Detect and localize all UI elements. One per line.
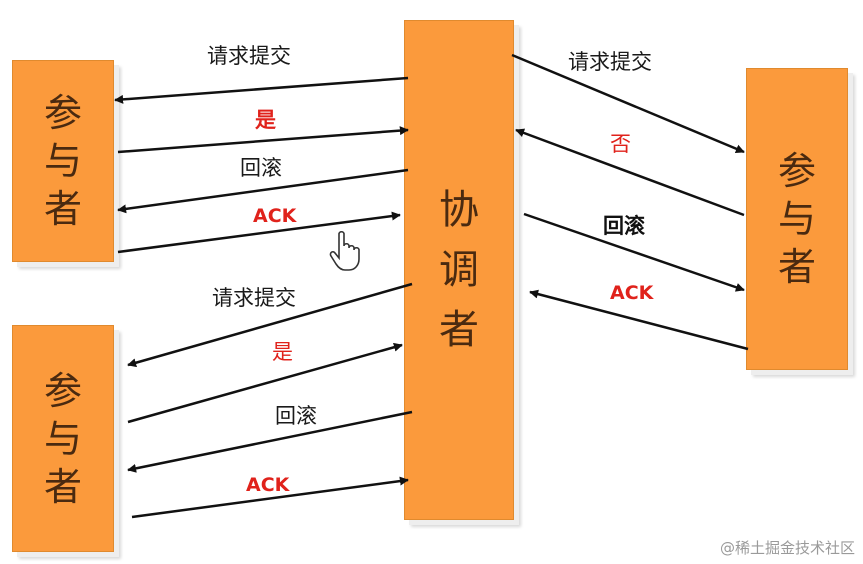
coordinator-box: 协 调 者 <box>404 20 514 520</box>
participant-char-3: 者 <box>43 464 82 509</box>
participant-char-1: 参 <box>777 149 816 193</box>
participant-char-2: 与 <box>43 416 82 461</box>
label-ack-top-left: ACK <box>253 205 297 227</box>
arrow-rollback-right <box>523 212 745 292</box>
arrow-yes-top-left <box>117 126 409 154</box>
arrow-no-right <box>515 128 745 217</box>
arrow-ack-top-left <box>117 211 401 254</box>
participant-char-2: 与 <box>43 139 82 183</box>
arrow-ack-bottom-left <box>131 476 409 519</box>
coordinator-char-2: 调 <box>439 247 479 293</box>
hand-cursor-icon <box>329 230 360 271</box>
arrow-rollback-top-left <box>117 168 409 214</box>
label-request-top-left: 请求提交 <box>207 44 291 68</box>
arrow-ack-right <box>529 289 749 351</box>
participant-char-1: 参 <box>43 91 82 135</box>
participant-char-3: 者 <box>777 245 816 289</box>
coordinator-char-3: 者 <box>439 307 479 353</box>
label-rollback-bottom-left: 回滚 <box>275 404 317 428</box>
label-yes-top-left: 是 <box>255 108 276 132</box>
coordinator-char-1: 协 <box>439 187 479 233</box>
label-no-right: 否 <box>610 132 631 156</box>
label-request-right: 请求提交 <box>568 50 652 74</box>
participant-box-right: 参 与 者 <box>746 68 848 370</box>
arrow-request-right <box>511 53 745 154</box>
participant-box-top-left: 参 与 者 <box>12 60 114 262</box>
arrow-request-top-left <box>114 76 409 104</box>
label-request-bottom-left: 请求提交 <box>212 286 296 310</box>
label-yes-bottom-left: 是 <box>272 340 293 364</box>
watermark-text: @稀土掘金技术社区 <box>719 539 855 557</box>
arrow-rollback-bottom-left <box>127 410 413 473</box>
label-rollback-right: 回滚 <box>603 214 645 238</box>
participant-char-2: 与 <box>777 197 816 241</box>
participant-char-3: 者 <box>43 187 82 231</box>
arrow-yes-bottom-left <box>127 342 403 424</box>
label-ack-bottom-left: ACK <box>246 474 290 496</box>
label-ack-right: ACK <box>610 282 654 304</box>
participant-box-bottom-left: 参 与 者 <box>12 325 114 552</box>
label-rollback-top-left: 回滚 <box>240 156 282 180</box>
participant-char-1: 参 <box>43 368 82 413</box>
arrow-request-bottom-left <box>127 282 413 368</box>
